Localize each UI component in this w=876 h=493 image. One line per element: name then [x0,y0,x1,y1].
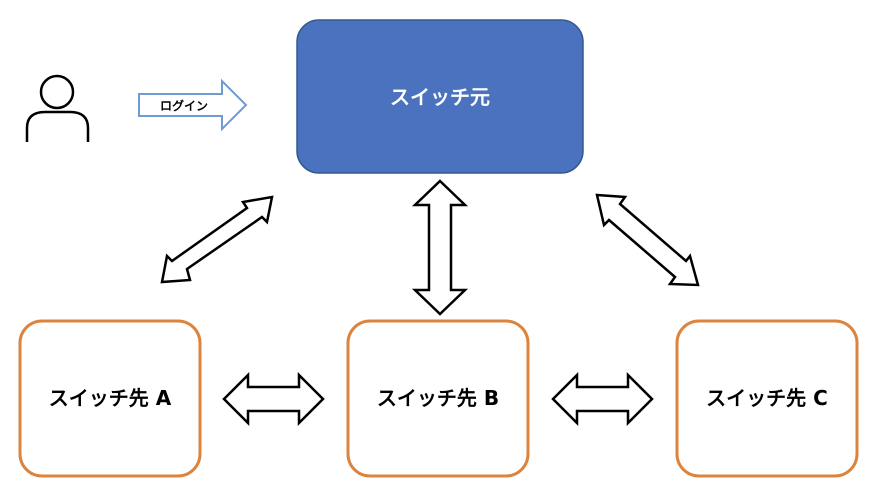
person-outline-icon [25,74,90,142]
target-node-c-label: スイッチ先 C [706,386,828,410]
double-arrow-source-a [160,195,274,284]
target-node-b: スイッチ先 B [346,319,530,478]
login-arrow-label: ログイン [160,98,208,113]
source-node-label: スイッチ元 [390,85,490,109]
target-node-a: スイッチ先 A [18,319,202,478]
double-arrow-source-b [411,179,469,316]
double-arrow-b-c [551,371,654,427]
target-node-b-label: スイッチ先 B [377,386,499,410]
double-arrow-a-b [222,371,325,427]
source-node: スイッチ元 [296,19,584,174]
login-arrow-shape [138,78,248,132]
target-node-a-label: スイッチ先 A [49,386,172,410]
double-arrow-source-c [595,193,700,287]
target-node-c: スイッチ先 C [675,319,859,478]
login-arrow: ログイン [138,78,248,132]
